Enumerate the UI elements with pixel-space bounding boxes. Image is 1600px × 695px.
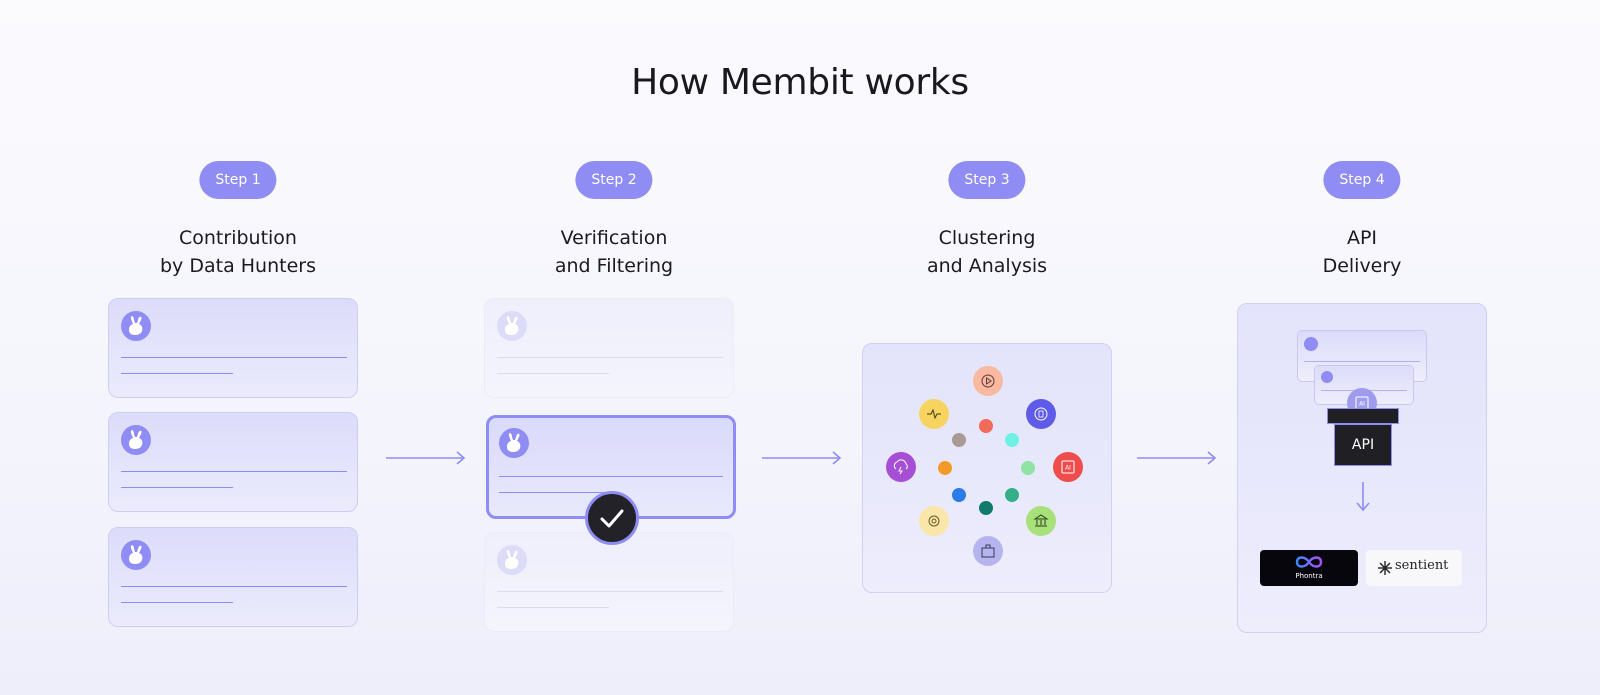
api-delivery-panel: AI API Phontra sentient bbox=[1237, 303, 1487, 633]
ai-label: AI bbox=[1359, 401, 1365, 408]
crown-icon bbox=[952, 433, 966, 447]
text-line bbox=[497, 373, 609, 374]
arrow-right-icon bbox=[762, 451, 842, 465]
phontra-label: Phontra bbox=[1295, 572, 1323, 580]
bunny-avatar-icon bbox=[121, 540, 151, 570]
step-4-badge: Step 4 bbox=[1323, 161, 1401, 199]
sentient-logo: sentient bbox=[1366, 550, 1462, 586]
step-4-title-line2: Delivery bbox=[1322, 255, 1402, 277]
step-2-title: Verification and Filtering bbox=[484, 224, 744, 280]
contribution-card bbox=[108, 527, 358, 627]
sentient-burst-icon bbox=[1378, 561, 1392, 575]
step-3-badge: Step 3 bbox=[948, 161, 1026, 199]
arrow-down-icon bbox=[1356, 482, 1370, 512]
text-line bbox=[121, 586, 347, 587]
text-line bbox=[499, 476, 723, 477]
target-icon bbox=[979, 419, 993, 433]
step-2-column: Step 2 Verification and Filtering bbox=[484, 0, 744, 695]
api-funnel-top bbox=[1327, 408, 1399, 424]
checkmark-icon bbox=[585, 491, 639, 545]
step-2-badge: Step 2 bbox=[575, 161, 653, 199]
arrow-right-icon bbox=[1137, 451, 1217, 465]
bunny-avatar-icon bbox=[121, 311, 151, 341]
bunny-avatar-icon bbox=[1321, 371, 1333, 383]
fingerprint-icon bbox=[952, 488, 966, 502]
bunny-avatar-icon bbox=[497, 545, 527, 575]
step-2-title-line1: Verification bbox=[560, 227, 668, 249]
page-title: How Membit works bbox=[631, 62, 969, 103]
step-1-title: Contribution by Data Hunters bbox=[108, 224, 368, 280]
cluster-panel: AI bbox=[862, 343, 1112, 593]
play-icon bbox=[973, 366, 1003, 396]
step-1-badge: Step 1 bbox=[199, 161, 277, 199]
filtered-card bbox=[484, 298, 734, 398]
text-line bbox=[121, 373, 233, 374]
text-line bbox=[499, 492, 611, 493]
database-icon bbox=[1026, 399, 1056, 429]
api-block: API bbox=[1334, 424, 1392, 466]
svg-text:AI: AI bbox=[1065, 465, 1071, 472]
text-line bbox=[497, 607, 609, 608]
contribution-card bbox=[108, 298, 358, 398]
step-1-column: Step 1 Contribution by Data Hunters bbox=[108, 0, 368, 695]
bunny-avatar-icon bbox=[1304, 337, 1318, 351]
step-4-title-line1: API bbox=[1346, 227, 1378, 249]
gear-icon bbox=[919, 506, 949, 536]
text-line bbox=[121, 357, 347, 358]
triangle-icon bbox=[1021, 461, 1035, 475]
music-icon bbox=[938, 461, 952, 475]
contribution-card bbox=[108, 412, 358, 512]
text-line bbox=[121, 487, 233, 488]
percent-icon bbox=[1005, 488, 1019, 502]
cloud-lightning-icon bbox=[886, 452, 916, 482]
text-line bbox=[497, 357, 723, 358]
step-2-title-line2: and Filtering bbox=[554, 255, 674, 277]
leaf-icon bbox=[979, 501, 993, 515]
filtered-card bbox=[484, 532, 734, 632]
briefcase-icon bbox=[973, 536, 1003, 566]
phontra-logo: Phontra bbox=[1260, 550, 1358, 586]
bunny-avatar-icon bbox=[499, 428, 529, 458]
text-line bbox=[497, 591, 723, 592]
step-1-title-line2: by Data Hunters bbox=[160, 255, 316, 277]
step-3-title: Clustering and Analysis bbox=[857, 224, 1117, 280]
verified-card bbox=[486, 415, 736, 519]
arrow-right-icon bbox=[386, 451, 466, 465]
step-4-title: API Delivery bbox=[1232, 224, 1492, 280]
text-line bbox=[121, 602, 233, 603]
infinity-logo-icon bbox=[1295, 556, 1323, 568]
text-line bbox=[1304, 361, 1420, 362]
bank-icon bbox=[1026, 506, 1056, 536]
step-1-title-line1: Contribution bbox=[179, 227, 297, 249]
step-4-column: Step 4 API Delivery AI API Phontra bbox=[1232, 0, 1492, 695]
ai-chip-icon: AI bbox=[1053, 452, 1083, 482]
pulse-icon bbox=[919, 399, 949, 429]
step-3-column: Step 3 Clustering and Analysis AI bbox=[857, 0, 1117, 695]
step-3-title-line2: and Analysis bbox=[926, 255, 1048, 277]
bunny-avatar-icon bbox=[121, 425, 151, 455]
sparkle-icon bbox=[1005, 433, 1019, 447]
sentient-label: sentient bbox=[1395, 558, 1449, 573]
text-line bbox=[121, 471, 347, 472]
bunny-avatar-icon bbox=[497, 311, 527, 341]
step-3-title-line1: Clustering bbox=[938, 227, 1036, 249]
